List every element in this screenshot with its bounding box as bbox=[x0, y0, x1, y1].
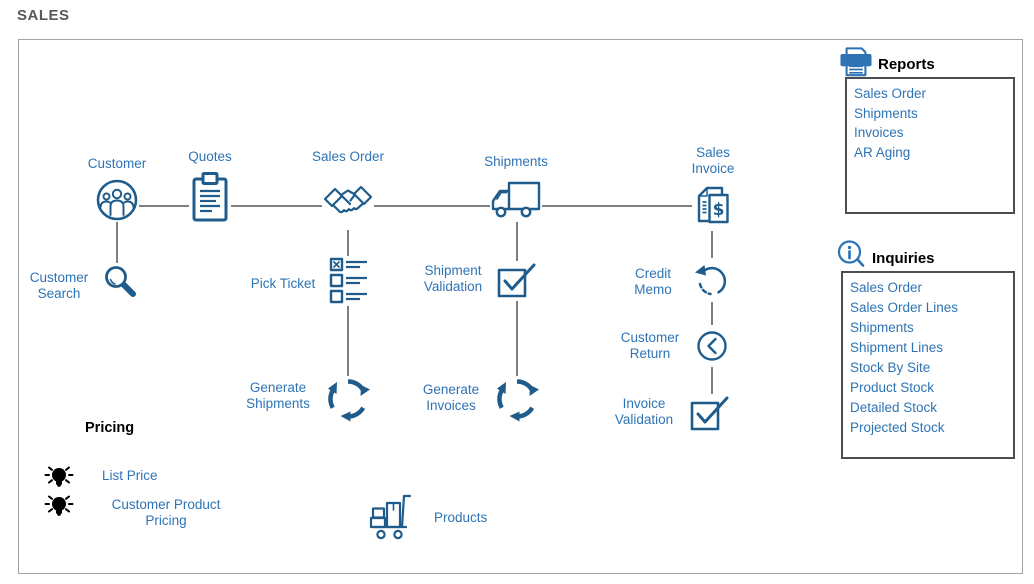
node-label-quotes[interactable]: Quotes bbox=[188, 149, 232, 164]
reports-panel: Sales Order Shipments Invoices AR Aging bbox=[845, 77, 1015, 214]
products-icon[interactable] bbox=[368, 492, 416, 542]
flow-line-main bbox=[117, 205, 713, 207]
lightbulb-icon bbox=[44, 462, 74, 492]
generate-invoices-icon[interactable] bbox=[494, 376, 540, 422]
shipment-validation-icon[interactable] bbox=[496, 261, 538, 301]
page-title: SALES bbox=[17, 7, 70, 24]
inquiry-link-shipments[interactable]: Shipments bbox=[850, 320, 914, 335]
inquiry-link-projected-stock[interactable]: Projected Stock bbox=[850, 420, 945, 435]
printer-icon bbox=[838, 46, 874, 78]
node-label-shipments[interactable]: Shipments bbox=[484, 154, 548, 169]
pricing-item-list-price[interactable]: List Price bbox=[102, 468, 158, 483]
pricing-heading: Pricing bbox=[85, 420, 135, 436]
inquiry-link-sales-order[interactable]: Sales Order bbox=[850, 280, 923, 295]
dollar-glyph: $ bbox=[713, 200, 725, 220]
sales-order-icon[interactable] bbox=[322, 178, 374, 230]
customer-return-icon[interactable] bbox=[691, 325, 733, 367]
products-label[interactable]: Products bbox=[434, 510, 488, 525]
reports-heading: Reports bbox=[878, 56, 935, 73]
report-link-shipments[interactable]: Shipments bbox=[854, 105, 918, 121]
info-icon bbox=[836, 240, 868, 272]
sales-invoice-icon[interactable]: $ bbox=[692, 183, 734, 231]
generate-shipments-icon[interactable] bbox=[325, 376, 371, 422]
node-label-pick-ticket[interactable]: Pick Ticket bbox=[250, 276, 316, 291]
inquiries-panel: Sales Order Sales Order Lines Shipments … bbox=[841, 271, 1015, 459]
node-label-customer-return[interactable]: Customer Return bbox=[620, 330, 680, 361]
report-link-sales-order[interactable]: Sales Order bbox=[854, 86, 927, 101]
node-label-customer-search[interactable]: Customer Search bbox=[29, 270, 89, 301]
quotes-icon[interactable] bbox=[189, 170, 231, 224]
node-label-credit-memo[interactable]: Credit Memo bbox=[634, 266, 672, 297]
node-label-generate-shipments[interactable]: Generate Shipments bbox=[246, 380, 310, 411]
node-label-invoice-validation[interactable]: Invoice Validation bbox=[614, 396, 674, 427]
node-label-shipment-validation[interactable]: Shipment Validation bbox=[423, 263, 483, 294]
report-link-ar-aging[interactable]: AR Aging bbox=[854, 144, 911, 160]
pick-ticket-icon[interactable] bbox=[329, 256, 369, 306]
flow-line-sales-order bbox=[347, 228, 349, 386]
diagram-frame bbox=[18, 39, 1023, 574]
inquiry-link-stock-by-site[interactable]: Stock By Site bbox=[850, 360, 931, 375]
flow-line-shipments bbox=[516, 220, 518, 386]
pricing-item-customer-product-pricing[interactable]: Customer Product Pricing bbox=[111, 497, 221, 528]
report-link-invoices[interactable]: Invoices bbox=[854, 125, 904, 140]
node-label-sales-order[interactable]: Sales Order bbox=[311, 149, 385, 164]
inquiry-link-product-stock[interactable]: Product Stock bbox=[850, 380, 935, 395]
node-label-generate-invoices[interactable]: Generate Invoices bbox=[422, 382, 480, 413]
customer-search-icon[interactable] bbox=[102, 263, 140, 301]
inquiry-link-shipment-lines[interactable]: Shipment Lines bbox=[850, 340, 944, 355]
inquiries-heading: Inquiries bbox=[872, 250, 935, 267]
customer-icon[interactable] bbox=[95, 178, 139, 222]
flow-line-customer-search bbox=[116, 222, 118, 282]
inquiry-link-sales-order-lines[interactable]: Sales Order Lines bbox=[850, 300, 959, 315]
node-label-customer[interactable]: Customer bbox=[87, 156, 147, 171]
invoice-validation-icon[interactable] bbox=[689, 394, 731, 434]
shipments-icon[interactable] bbox=[490, 180, 542, 222]
flow-line-invoice bbox=[711, 229, 713, 405]
credit-memo-icon[interactable] bbox=[691, 258, 733, 302]
node-label-sales-invoice[interactable]: Sales Invoice bbox=[691, 145, 735, 176]
inquiry-link-detailed-stock[interactable]: Detailed Stock bbox=[850, 400, 938, 415]
lightbulb-icon bbox=[44, 491, 74, 521]
